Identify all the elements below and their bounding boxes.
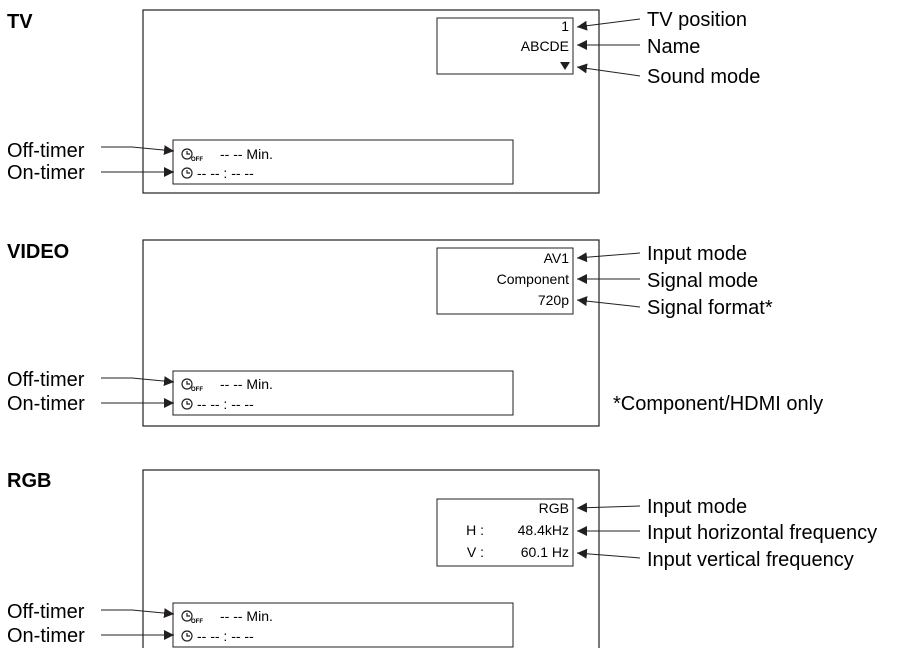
rgb-info-box bbox=[436, 498, 574, 567]
tv-screen-frame bbox=[142, 9, 600, 194]
video-signal-format-value: 720p bbox=[538, 292, 569, 308]
tv-off-timer-label: Off-timer bbox=[7, 140, 85, 162]
tv-name-value: ABCDE bbox=[521, 38, 569, 54]
tv-name-callout: Name bbox=[647, 36, 700, 58]
triangle-down-icon bbox=[560, 62, 570, 70]
video-section: VIDEO AV1 Component 720p Input mode Sign… bbox=[7, 239, 823, 427]
rgb-on-timer-value: -- -- : -- -- bbox=[197, 628, 254, 644]
video-on-timer-value: -- -- : -- -- bbox=[197, 396, 254, 412]
video-signal-mode-value: Component bbox=[497, 271, 569, 287]
clock-off-icon: OFF bbox=[181, 148, 203, 163]
rgb-on-timer-label: On-timer bbox=[7, 625, 85, 647]
tv-section: TV 1 ABCDE TV position Name Sound mode O… bbox=[7, 9, 760, 194]
svg-text:OFF: OFF bbox=[191, 157, 203, 163]
section-title-rgb: RGB bbox=[7, 470, 51, 492]
video-timer-box bbox=[172, 370, 514, 416]
rgb-v-freq-callout: Input vertical frequency bbox=[647, 549, 854, 571]
video-input-callout: Input mode bbox=[647, 243, 747, 265]
rgb-v-label: V : bbox=[467, 544, 484, 560]
tv-off-timer-pointer bbox=[101, 145, 175, 156]
video-off-timer-value: -- -- Min. bbox=[220, 376, 273, 392]
tv-sound-mode-callout: Sound mode bbox=[647, 66, 760, 88]
section-title-tv: TV bbox=[7, 11, 33, 33]
video-screen-frame bbox=[142, 239, 600, 427]
tv-position-pointer bbox=[576, 18, 641, 31]
video-signal-format-callout: Signal format* bbox=[647, 297, 773, 319]
rgb-screen-frame bbox=[142, 469, 600, 648]
video-info-box bbox=[436, 247, 574, 315]
video-input-pointer bbox=[576, 252, 641, 263]
clock-icon bbox=[181, 630, 193, 642]
rgb-off-timer-label: Off-timer bbox=[7, 601, 85, 623]
clock-off-icon: OFF bbox=[181, 378, 203, 393]
video-off-timer-pointer bbox=[101, 376, 175, 387]
rgb-input-value: RGB bbox=[539, 500, 569, 516]
rgb-v-value: 60.1 Hz bbox=[521, 544, 569, 560]
video-signal-mode-callout: Signal mode bbox=[647, 270, 758, 292]
video-off-timer-label: Off-timer bbox=[7, 369, 85, 391]
tv-sound-mode-pointer bbox=[576, 63, 641, 77]
rgb-input-pointer bbox=[576, 502, 641, 513]
clock-icon bbox=[181, 167, 193, 179]
tv-info-box bbox=[436, 17, 574, 75]
footnote: *Component/HDMI only bbox=[613, 393, 823, 415]
rgb-input-callout: Input mode bbox=[647, 496, 747, 518]
rgb-timer-box bbox=[172, 602, 514, 648]
clock-icon bbox=[181, 398, 193, 410]
svg-text:OFF: OFF bbox=[191, 619, 203, 625]
rgb-h-label: H : bbox=[466, 522, 484, 538]
tv-off-timer-value: -- -- Min. bbox=[220, 146, 273, 162]
video-on-timer-label: On-timer bbox=[7, 393, 85, 415]
tv-on-timer-label: On-timer bbox=[7, 162, 85, 184]
rgb-h-value: 48.4kHz bbox=[518, 522, 569, 538]
rgb-v-freq-pointer bbox=[576, 548, 641, 559]
video-input-value: AV1 bbox=[544, 250, 570, 266]
tv-position-callout: TV position bbox=[647, 9, 747, 31]
rgb-off-timer-pointer bbox=[101, 608, 175, 619]
clock-off-icon: OFF bbox=[181, 610, 203, 625]
rgb-section: RGB RGB H : 48.4kHz V : 60.1 Hz Input mo… bbox=[7, 469, 877, 648]
svg-text:OFF: OFF bbox=[191, 387, 203, 393]
tv-position-value: 1 bbox=[561, 18, 569, 34]
section-title-video: VIDEO bbox=[7, 241, 69, 263]
rgb-off-timer-value: -- -- Min. bbox=[220, 608, 273, 624]
tv-timer-box bbox=[172, 139, 514, 185]
video-signal-format-pointer bbox=[576, 296, 641, 308]
tv-on-timer-value: -- -- : -- -- bbox=[197, 165, 254, 181]
rgb-h-freq-callout: Input horizontal frequency bbox=[647, 522, 877, 544]
